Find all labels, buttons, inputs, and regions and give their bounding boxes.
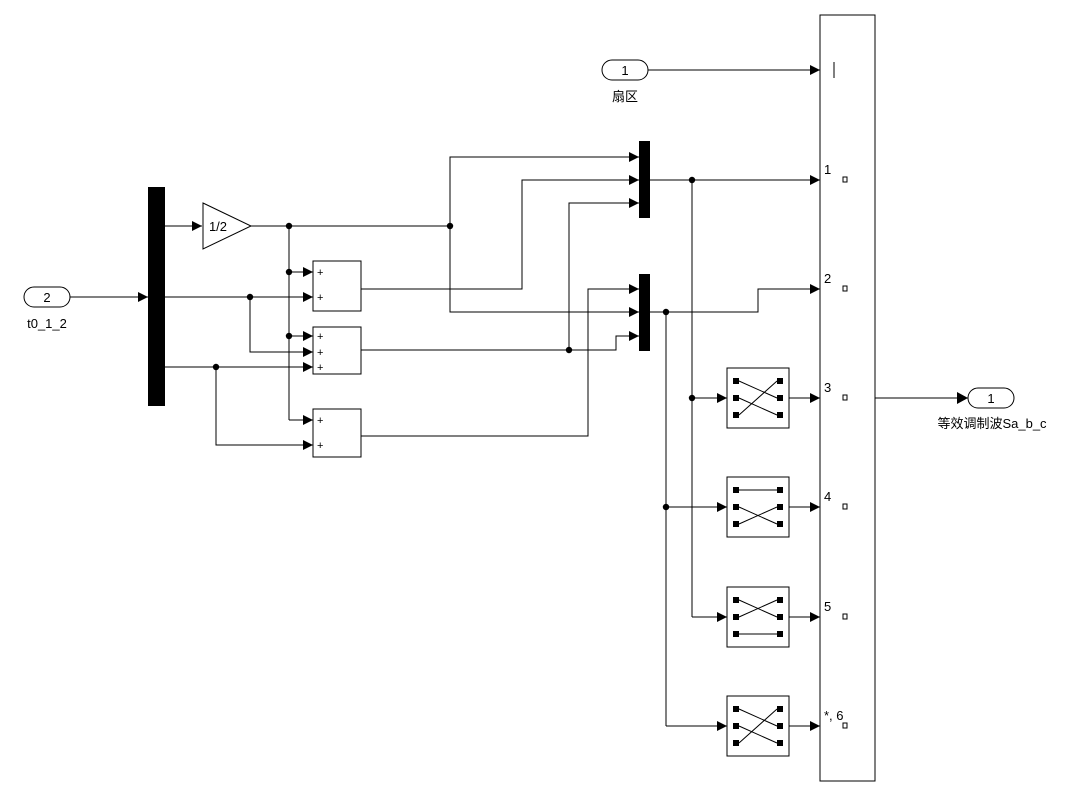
sum-block-2[interactable]: + + + xyxy=(312,326,362,375)
junction-dot xyxy=(446,222,454,230)
sum-block-3-shape[interactable] xyxy=(312,408,362,458)
junction-dot xyxy=(212,363,220,371)
switch-port-label-2: 2 xyxy=(824,271,831,286)
multiport-switch-block[interactable]: 1 2 3 4 5 *, 6 xyxy=(819,14,876,782)
sum-block-1[interactable]: + + xyxy=(312,260,362,312)
wire-sum1-to-mux1[interactable] xyxy=(361,175,639,290)
permutation-icon xyxy=(733,378,783,418)
sum-sign: + xyxy=(317,331,323,343)
branch-points xyxy=(212,176,696,511)
inport-t012-name: t0_1_2 xyxy=(27,316,67,331)
junction-dot xyxy=(688,394,696,402)
selector-block-6[interactable] xyxy=(726,695,790,757)
gain-block[interactable]: 1/2 xyxy=(202,202,253,250)
permutation-icon xyxy=(733,597,783,637)
wire-sum2-to-mux2-in3[interactable] xyxy=(569,331,639,351)
permutation-icon xyxy=(733,706,783,746)
outport-name: 等效调制波Sa_b_c xyxy=(937,416,1047,431)
sum-block-1-shape[interactable] xyxy=(312,260,362,312)
wire-demux2-to-sum2[interactable] xyxy=(249,297,313,357)
junction-dot xyxy=(246,293,254,301)
sum-sign: + xyxy=(317,267,323,279)
junction-dot xyxy=(285,222,293,230)
sum-block-3[interactable]: + + xyxy=(312,408,362,458)
sum-sign: + xyxy=(317,440,323,452)
switch-port-stubs xyxy=(842,176,848,729)
junction-dot xyxy=(662,503,670,511)
junction-dot xyxy=(285,332,293,340)
gain-label: 1/2 xyxy=(209,219,227,234)
wire-sum3-to-mux2[interactable] xyxy=(361,284,639,437)
switch-port-label-4: 4 xyxy=(824,489,831,504)
wire-gain-to-mux1-in1[interactable] xyxy=(449,152,639,226)
sum-sign: + xyxy=(317,292,323,304)
inport-sector-shape[interactable] xyxy=(601,59,649,81)
mux-block-2[interactable] xyxy=(639,274,650,351)
inport-t012[interactable]: 2 t0_1_2 xyxy=(23,286,71,331)
sum-sign: + xyxy=(317,347,323,359)
wire-gain-to-mux2-in2[interactable] xyxy=(449,226,639,317)
outport-block[interactable]: 1 等效调制波Sa_b_c xyxy=(937,387,1047,431)
outport-number: 1 xyxy=(987,391,994,406)
sum-sign: + xyxy=(317,362,323,374)
selector-block-5[interactable] xyxy=(726,586,790,648)
selector-block-3[interactable] xyxy=(726,367,790,429)
signal-lines xyxy=(70,65,968,731)
inport-sector-number: 1 xyxy=(621,63,628,78)
sum-sign: + xyxy=(317,415,323,427)
wire-sum2-to-mux1-in3[interactable] xyxy=(568,198,639,350)
inport-sector-name: 扇区 xyxy=(612,89,638,104)
outport-shape[interactable] xyxy=(967,387,1015,409)
wire-demux3-to-sum3[interactable] xyxy=(215,367,313,450)
switch-port-label-3: 3 xyxy=(824,380,831,395)
switch-port-label-5: 5 xyxy=(824,599,831,614)
demux-block[interactable] xyxy=(148,187,165,406)
switch-port-label-1: 1 xyxy=(824,162,831,177)
junction-dot xyxy=(662,308,670,316)
wire-mux2-to-port2[interactable] xyxy=(650,284,820,313)
sum-block-2-shape[interactable] xyxy=(312,326,362,375)
gain-triangle[interactable] xyxy=(202,202,253,250)
switch-port-label-6: *, 6 xyxy=(824,708,844,723)
selector-block-4[interactable] xyxy=(726,476,790,538)
inport-t012-number: 2 xyxy=(43,290,50,305)
junction-dot xyxy=(565,346,573,354)
permutation-icon xyxy=(733,487,783,527)
inport-t012-shape[interactable] xyxy=(23,286,71,308)
junction-dot xyxy=(285,268,293,276)
inport-sector[interactable]: 1 扇区 xyxy=(601,59,649,104)
junction-dot xyxy=(688,176,696,184)
mux-block-1[interactable] xyxy=(639,141,650,218)
outport-arrow-head xyxy=(957,392,968,404)
